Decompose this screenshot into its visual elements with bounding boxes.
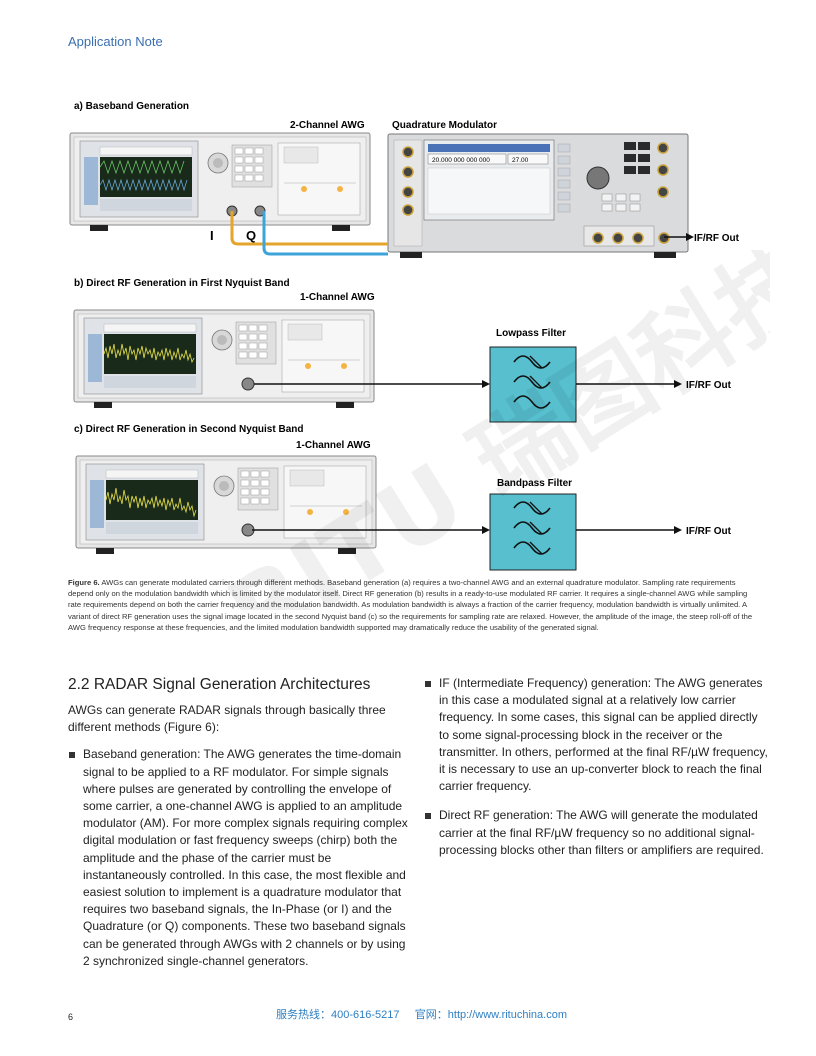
section-a-label: a) Baseband Generation: [74, 101, 189, 112]
footer-contact[interactable]: 服务热线：400-616-5217 官网：http://www.rituchin…: [276, 1009, 567, 1021]
left-column: AWGs can generate RADAR signals through …: [68, 702, 408, 978]
output-label-a: IF/RF Out: [694, 233, 740, 244]
modulator-level: 27.00: [512, 157, 529, 164]
page-number: 6: [68, 1012, 74, 1022]
q-label: Q: [246, 228, 256, 243]
section-b-label: b) Direct RF Generation in First Nyquist…: [74, 278, 290, 289]
bullet-if-generation: IF (Intermediate Frequency) generation: …: [424, 675, 769, 795]
output-arrowhead-a: [686, 233, 694, 241]
bandpass-filter-block: [489, 493, 577, 571]
i-label: I: [210, 228, 214, 243]
bandpass-filter-label: Bandpass Filter: [497, 478, 572, 489]
section-intro: AWGs can generate RADAR signals through …: [68, 703, 386, 735]
bullet-direct-rf: Direct RF generation: The AWG will gener…: [424, 807, 769, 859]
bullet-baseband: Baseband generation: The AWG generates t…: [68, 746, 408, 970]
right-column: IF (Intermediate Frequency) generation: …: [424, 675, 769, 871]
figure-caption: Figure 6. AWGs can generate modulated ca…: [68, 577, 760, 633]
filter-arrowhead-c: [482, 526, 490, 534]
lowpass-filter-block: [489, 346, 577, 423]
i-cable: [230, 211, 388, 246]
awg-1-channel-instrument-b: [73, 309, 375, 409]
header-title: Application Note: [68, 34, 163, 49]
figure-6: a) Baseband Generation 2-Channel AWG Qua…: [69, 101, 740, 571]
awg1-c-label: 1-Channel AWG: [296, 440, 371, 451]
caption-lead: Figure 6.: [68, 578, 100, 587]
awg1-b-label: 1-Channel AWG: [300, 292, 375, 303]
section-title: 2.2 RADAR Signal Generation Architecture…: [68, 676, 371, 693]
output-label-c: IF/RF Out: [686, 526, 732, 537]
output-arrowhead-c: [674, 526, 682, 534]
modulator-frequency: 20.000 000 000 000: [432, 157, 490, 164]
output-label-b: IF/RF Out: [686, 380, 732, 391]
right-bullet-list: IF (Intermediate Frequency) generation: …: [424, 675, 769, 859]
output-arrowhead-b: [674, 380, 682, 388]
quadrature-modulator-instrument: 20.000 000 000 000 27.00: [387, 133, 689, 258]
section-c-label: c) Direct RF Generation in Second Nyquis…: [74, 424, 303, 435]
awg-1-channel-instrument-c: [75, 455, 377, 555]
awg2-label: 2-Channel AWG: [290, 120, 365, 131]
q-cable: [262, 211, 388, 256]
modulator-label: Quadrature Modulator: [392, 120, 497, 131]
awg-2-channel-instrument: [69, 132, 371, 232]
lowpass-filter-label: Lowpass Filter: [496, 328, 566, 339]
filter-arrowhead-b: [482, 380, 490, 388]
caption-text: AWGs can generate modulated carriers thr…: [68, 578, 753, 632]
left-bullet-list: Baseband generation: The AWG generates t…: [68, 746, 408, 970]
